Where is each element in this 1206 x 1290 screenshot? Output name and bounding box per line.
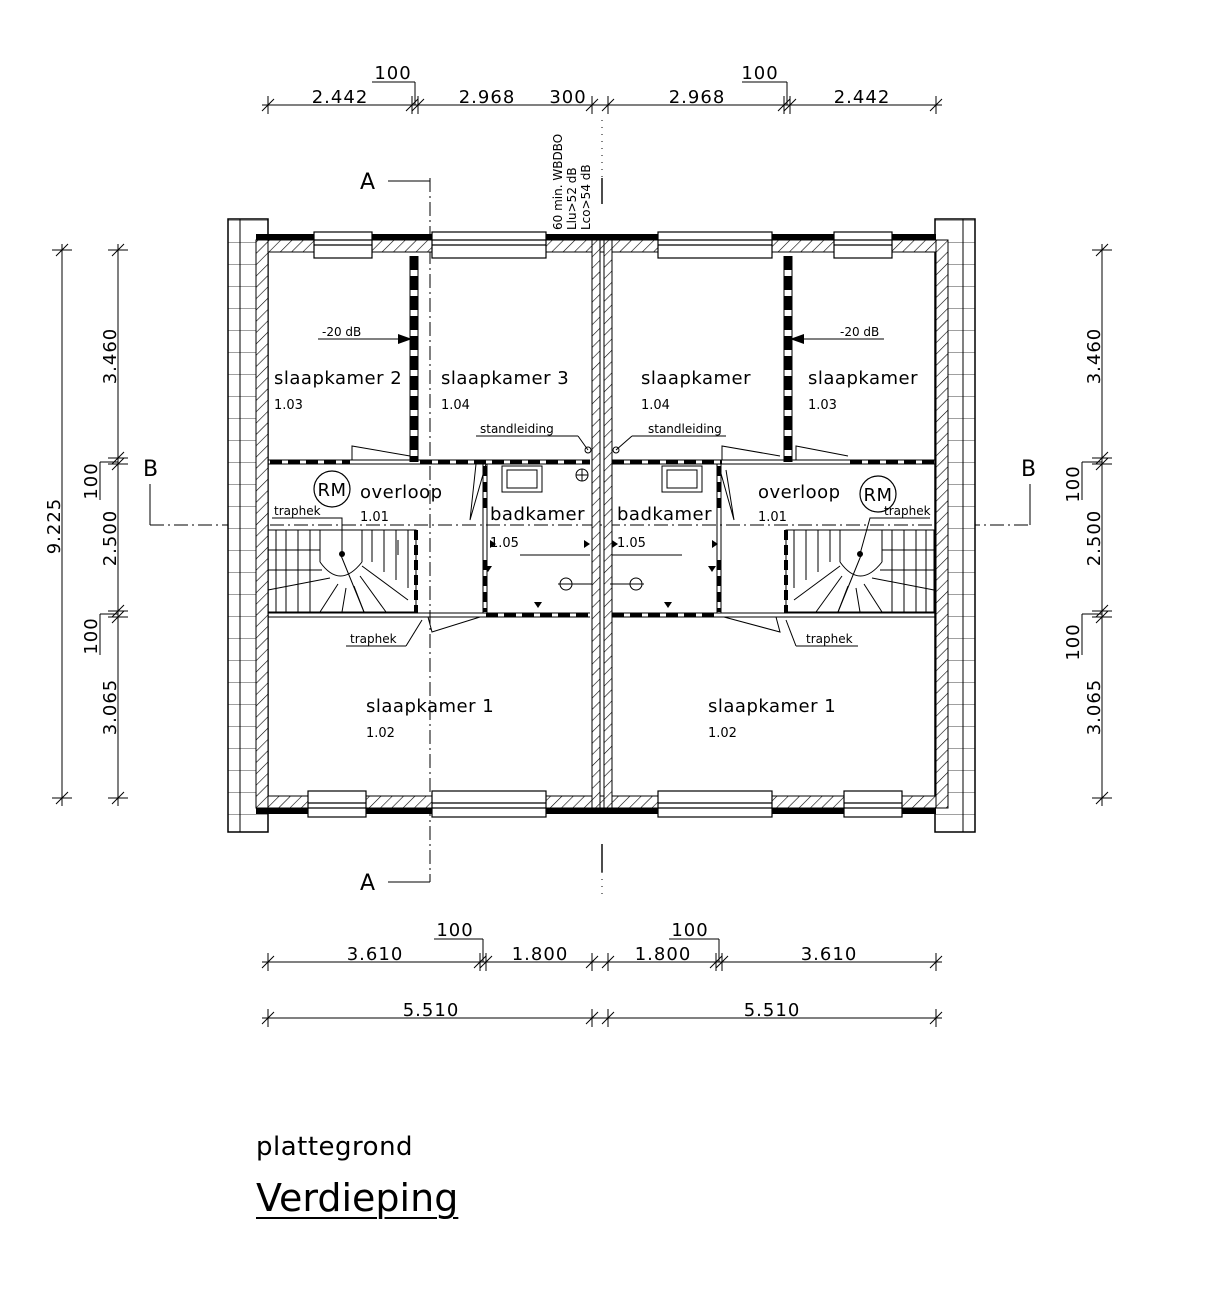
dim-right-4: 100 [1063, 623, 1084, 660]
db-label-right: -20 dB [840, 325, 879, 339]
bottom-dimension-line-1 [261, 938, 943, 971]
dim-top-small-1: 100 [374, 63, 411, 84]
room-left-badkamer: badkamer [490, 504, 585, 525]
bathroom-fixtures [501, 446, 703, 591]
room-right-slaapkamer-a-num: 1.04 [641, 398, 670, 413]
dim-right-2: 100 [1063, 465, 1084, 502]
rm-circle-left [313, 470, 351, 508]
section-b-right: B [1021, 457, 1036, 482]
room-right-slaapkamer-b-num: 1.03 [808, 398, 837, 413]
room-right-overloop-num: 1.01 [758, 510, 787, 525]
doors [351, 445, 849, 633]
room-left-slaapkamer3: slaapkamer 3 [441, 368, 569, 389]
svg-text:60 min. WBDBO: 60 min. WBDBO [551, 134, 565, 230]
room-left-slaapkamer1-num: 1.02 [366, 726, 395, 741]
dim-left-1: 3.460 [100, 328, 121, 385]
dim-right-3: 2.500 [1084, 510, 1105, 567]
dim-top-2: 2.968 [459, 87, 516, 108]
interior-walls [268, 256, 936, 618]
dim-top-5: 2.442 [834, 87, 891, 108]
room-right-badkamer: badkamer [617, 504, 712, 525]
rm-circle-right [859, 475, 897, 513]
db-label-left: -20 dB [322, 325, 361, 339]
rm-label-left: RM [317, 480, 346, 501]
top-dimension-line [261, 81, 943, 114]
dim-bottom2-1: 5.510 [403, 1000, 460, 1021]
dim-left-total: 9.225 [44, 498, 65, 555]
dim-bottom-3: 1.800 [635, 944, 692, 965]
room-right-overloop: overloop [758, 482, 841, 503]
traphek-right-lower: traphek [806, 632, 853, 646]
dim-bottom2-2: 5.510 [744, 1000, 801, 1021]
room-left-overloop: overloop [360, 482, 443, 503]
room-left-slaapkamer2: slaapkamer 2 [274, 368, 402, 389]
drawing-subtitle: plattegrond [256, 1132, 414, 1162]
room-right-slaapkamer1-num: 1.02 [708, 726, 737, 741]
dim-bottom-small-1: 100 [436, 920, 473, 941]
dim-left-4: 100 [81, 617, 102, 654]
right-dimension-lines [1081, 243, 1112, 806]
dim-bottom-small-2: 100 [671, 920, 708, 941]
section-a-bottom: A [360, 871, 375, 896]
dim-bottom-2: 1.800 [512, 944, 569, 965]
room-left-slaapkamer2-num: 1.03 [274, 398, 303, 413]
stairs-right [785, 529, 935, 613]
standleiding-right: standleiding [648, 422, 722, 436]
room-left-slaapkamer3-num: 1.04 [441, 398, 470, 413]
dim-top-1: 2.442 [312, 87, 369, 108]
standleiding-left: standleiding [480, 422, 554, 436]
room-right-slaapkamer-b: slaapkamer [808, 368, 918, 389]
traphek-left-upper: traphek [274, 504, 321, 518]
room-left-badkamer-num: 1.05 [490, 536, 519, 551]
section-b-left: B [143, 457, 158, 482]
dim-left-3: 2.500 [100, 510, 121, 567]
dim-right-5: 3.065 [1084, 679, 1105, 736]
party-wall-label: 60 min. WBDBO Llu>52 dB Lco>54 dB [551, 134, 593, 230]
dim-right-1: 3.460 [1084, 328, 1105, 385]
windows [307, 231, 903, 818]
room-left-slaapkamer1: slaapkamer 1 [366, 696, 494, 717]
dim-left-5: 3.065 [100, 679, 121, 736]
dim-top-4: 2.968 [669, 87, 726, 108]
room-right-slaapkamer-a: slaapkamer [641, 368, 751, 389]
traphek-right-upper: traphek [884, 504, 931, 518]
section-a-top: A [360, 170, 375, 195]
svg-text:Llu>52 dB: Llu>52 dB [565, 167, 579, 230]
dim-top-3: 300 [549, 87, 586, 108]
room-right-badkamer-num: 1.05 [617, 536, 646, 551]
drawing-title: Verdieping [256, 1176, 459, 1220]
bottom-dimension-line-2 [261, 1009, 943, 1027]
dim-bottom-4: 3.610 [801, 944, 858, 965]
room-right-slaapkamer1: slaapkamer 1 [708, 696, 836, 717]
dim-bottom-1: 3.610 [347, 944, 404, 965]
stairs-left [267, 529, 417, 613]
room-left-overloop-num: 1.01 [360, 510, 389, 525]
left-dimension-lines [52, 243, 128, 806]
traphek-left-lower: traphek [350, 632, 397, 646]
svg-text:Lco>54 dB: Lco>54 dB [579, 164, 593, 230]
dim-top-small-2: 100 [741, 63, 778, 84]
rm-label-right: RM [863, 485, 892, 506]
dim-left-2: 100 [81, 462, 102, 499]
